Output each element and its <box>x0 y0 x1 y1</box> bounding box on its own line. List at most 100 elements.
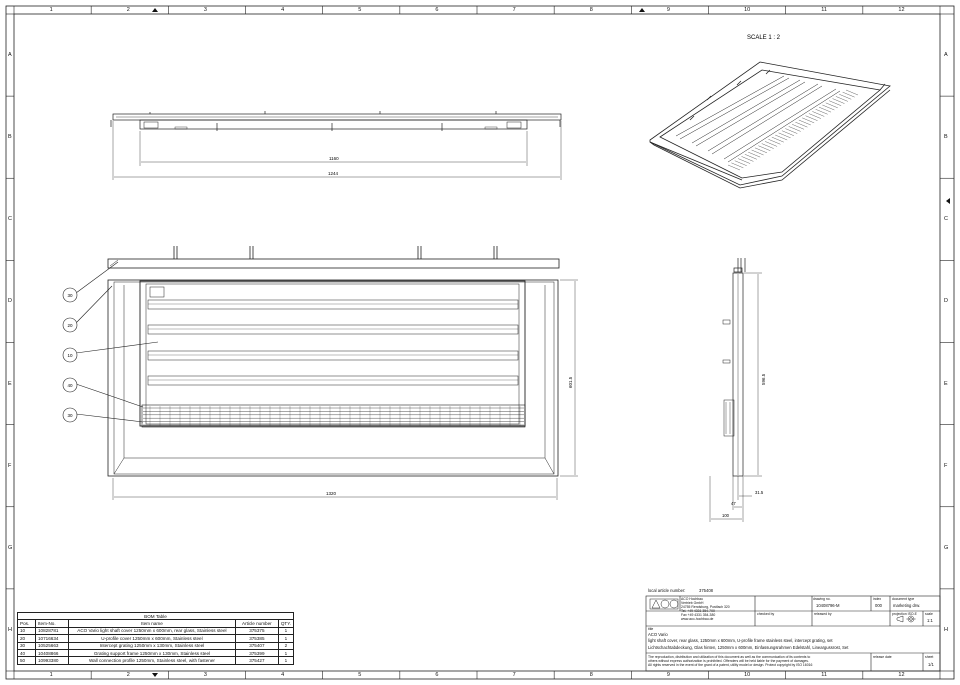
frame-row-label: E <box>8 380 12 387</box>
balloon-label: 40 <box>67 383 73 388</box>
iso-grating-bar <box>731 162 744 169</box>
iso-grating-bar <box>748 151 761 158</box>
scale-value: 1:1 <box>927 618 933 623</box>
iso-grating-bar <box>775 134 788 141</box>
local-article-number: 375408 <box>699 588 713 593</box>
frame-column-label: 7 <box>512 7 516 13</box>
bom-cell: 10828781 <box>35 626 69 636</box>
frame-row-label: C <box>8 216 12 223</box>
bom-cell: 10 <box>17 626 36 636</box>
iso-grating-bar <box>798 119 811 126</box>
iso-grating-bar <box>758 145 771 151</box>
bom-cell: ACO Vario light shaft cover 1250mm x 600… <box>68 626 236 636</box>
iso-grating-bar <box>845 89 859 96</box>
scale-label: SCALE 1 : 2 <box>747 35 781 41</box>
side-dim-b: 47 <box>731 501 736 506</box>
company-line: www.aco-hochbau.de <box>681 617 714 621</box>
frame-row-label: A <box>8 52 12 59</box>
projection-label: projection ISO-E <box>892 612 917 616</box>
title-block-lines <box>645 595 941 672</box>
aco-logo <box>649 598 679 610</box>
bom-cell: 10993380 <box>35 656 69 665</box>
isometric-view <box>649 61 891 189</box>
frame-row-label: F <box>8 462 12 469</box>
frame-column-label: 12 <box>898 672 905 678</box>
bom-cell: Grating support frame 1250mm x 130mm, St… <box>68 648 236 658</box>
iso-grating-bar <box>778 132 791 139</box>
bom-cell: 1 <box>277 626 295 636</box>
front-view <box>107 246 578 500</box>
frame-row-label: B <box>8 134 12 141</box>
bom-cell: 30 <box>17 641 36 650</box>
company-line: Fax +49 4331 354-380 <box>681 613 716 617</box>
projection-symbol <box>896 615 916 623</box>
doc-type-label: document type <box>892 597 915 601</box>
released-by-label: released by <box>814 612 832 616</box>
iso-grating-bar <box>771 136 784 143</box>
frame-column-label: 12 <box>898 7 905 13</box>
copyright-line: others without express authorization is … <box>648 659 809 663</box>
balloon-label: 30 <box>67 413 73 418</box>
frame-row-label: H <box>8 626 12 633</box>
frame-column-label: 9 <box>666 672 670 678</box>
iso-grating-bar <box>791 124 805 130</box>
frame-column-label: 3 <box>203 672 207 678</box>
frame-row-label: D <box>8 298 12 305</box>
iso-grating-bar <box>744 154 757 160</box>
iso-grating-bar <box>818 106 832 113</box>
frame-row-label: F <box>944 462 948 469</box>
frame-column-label: 2 <box>126 672 130 678</box>
side-dim-c: 100 <box>722 513 730 518</box>
bom-title: BOM Table <box>17 611 294 621</box>
bom-cell: U-profile cover 1250mm x 600mm, Stainles… <box>68 634 236 643</box>
isometric-grating-hatch <box>727 89 859 171</box>
frame-column-label: 11 <box>821 672 827 678</box>
iso-grating-bar <box>785 128 798 134</box>
frame-row-label: D <box>944 298 948 305</box>
iso-grating-bar <box>815 109 828 115</box>
bom-table: BOM Table Pos. Item-No. Item name Articl… <box>17 611 295 665</box>
bom-cell: 1 <box>277 656 295 665</box>
sheet-value: 1/1 <box>928 662 934 667</box>
bom-cell: Intercept grating 1250mm x 130mm, Stainl… <box>68 641 236 650</box>
bom-cell: 1 <box>277 634 295 643</box>
bom-header: QTY. <box>277 619 295 628</box>
top-view <box>110 111 562 180</box>
bom-cell: 10716634 <box>35 634 69 643</box>
index-label: index <box>873 597 882 601</box>
frame-column-label: 11 <box>821 7 827 13</box>
side-dim-a: 31.5 <box>755 490 764 495</box>
title-line-3: Lichtschachtabdeckung, Glas hinten, 1250… <box>648 645 849 650</box>
bom-header: Item name <box>68 619 236 628</box>
bom-cell: Wall connection profile 1250mm, Stainles… <box>68 656 236 665</box>
frame-column-label: 4 <box>281 672 285 678</box>
copyright-line: The reproduction, distribution and utili… <box>648 655 811 659</box>
frame-column-label: 10 <box>744 7 751 13</box>
iso-grating-bar <box>765 141 778 147</box>
frame-row-label: G <box>8 544 13 551</box>
iso-grating-bar <box>839 94 852 100</box>
iso-grating-bar <box>795 121 808 128</box>
bom-cell: 375399 <box>234 648 279 658</box>
frame-column-label: 3 <box>203 7 207 13</box>
top-dim-inner: 1160 <box>329 156 339 161</box>
frame-row-label: A <box>944 52 948 59</box>
frame-row-label: H <box>944 626 948 633</box>
title-line-2: light shaft cover, rear glass, 1250mm x … <box>648 638 833 643</box>
frame-column-label: 1 <box>49 7 53 13</box>
index-value: 000 <box>875 603 882 608</box>
side-dim-height: 596.5 <box>761 373 766 385</box>
bom-cell: 40 <box>17 648 36 658</box>
frame-column-label: 6 <box>435 672 439 678</box>
balloon-label: 20 <box>67 323 73 328</box>
frame-row-label: B <box>944 134 948 141</box>
iso-grating-bar <box>734 160 747 166</box>
copyright-line: All rights reserved in the event of the … <box>648 663 813 667</box>
iso-grating-bar <box>761 143 774 149</box>
